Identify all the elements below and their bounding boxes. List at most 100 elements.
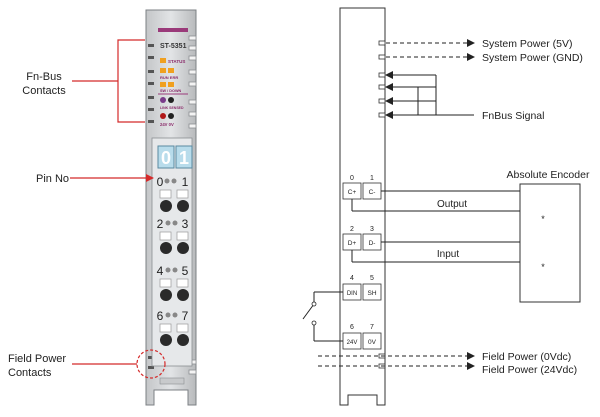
pin-release-tab: [176, 231, 189, 241]
terminal-number: 0: [350, 175, 354, 182]
display-left-digit: [157, 145, 175, 169]
wire-hole-icon: [160, 242, 172, 254]
sw-down-label: SW / DOWN: [160, 89, 182, 93]
terminal-number: 4: [350, 275, 354, 282]
display-left-value: 0: [161, 148, 171, 168]
pin-screw-icon: [172, 312, 178, 318]
pin-screw-icon: [172, 220, 178, 226]
status-led-icon: [160, 58, 166, 63]
terminal-4: 4 DIN: [342, 275, 362, 301]
down-led-icon: [168, 82, 174, 87]
encoder-mark-1: *: [541, 214, 545, 224]
wire-hole-icon: [160, 200, 172, 212]
pin-number: 7: [182, 309, 189, 323]
module-left-contacts: [148, 44, 154, 369]
pin-release-tab: [176, 323, 189, 333]
pin-row-4-5: 4 5: [157, 264, 189, 301]
pin-number: 2: [157, 217, 164, 231]
module-bottom-latch: [159, 377, 185, 385]
pin-number: 6: [157, 309, 164, 323]
terminal-label: C-: [369, 189, 376, 196]
terminal-number: 6: [350, 324, 354, 331]
fnbus-contacts-label-2: Contacts: [22, 85, 66, 97]
switch-contact-icon: [302, 303, 315, 320]
fnbus-bracket: [117, 39, 145, 123]
fnbus-contacts-label-1: Fn-Bus: [26, 71, 62, 83]
switch-terminal-icon: [311, 320, 317, 326]
run-err-label: RUN ERR: [160, 75, 178, 80]
encoder-box: [519, 183, 581, 303]
field-power-24v-label: Field Power (24Vdc): [482, 364, 577, 376]
link-led-icon: [160, 97, 166, 103]
output-wiring: [351, 190, 520, 212]
pin-screw-icon: [172, 267, 178, 273]
wire-hole-icon: [177, 334, 189, 346]
terminal-label: 0V: [368, 339, 377, 346]
link-sensed-label: LINK SENSED: [160, 106, 184, 110]
schematic: System Power (5V) System Power (GND) FnB…: [302, 7, 590, 406]
terminal-label: D-: [369, 240, 376, 247]
terminal-number: 7: [370, 324, 374, 331]
pin-row-0-1: 0 1: [157, 175, 189, 212]
switch-terminal-icon: [311, 301, 317, 307]
encoder-mark-2: *: [541, 262, 545, 272]
err-led-icon: [168, 68, 174, 73]
output-label: Output: [437, 199, 467, 210]
pin-number: 4: [157, 264, 164, 278]
terminal-7: 7 0V: [362, 324, 382, 350]
fnbus-signal-label: FnBus Signal: [482, 110, 544, 122]
terminal-number: 1: [370, 175, 374, 182]
encoder-title: Absolute Encoder: [507, 169, 590, 181]
terminal-box: [362, 283, 382, 301]
din-switch-wiring: [302, 291, 343, 342]
terminal-5: 5 SH: [362, 275, 382, 301]
pin-release-tab: [159, 278, 172, 288]
pin-release-tab: [159, 189, 172, 199]
field-power-0v-label: Field Power (0Vdc): [482, 351, 571, 363]
terminal-1: 1 C-: [362, 175, 382, 200]
schematic-module-outline: [339, 7, 386, 406]
field-power-label-1: Field Power: [8, 353, 66, 365]
pin-release-tab: [159, 231, 172, 241]
terminal-label: DIN: [347, 291, 357, 297]
module-side-notches: [188, 35, 197, 375]
pin-screw-icon: [171, 178, 177, 184]
status-label: STATUS: [168, 59, 185, 64]
module-top-band: [158, 28, 188, 32]
pin-number: 1: [182, 175, 189, 189]
display-right-value: 1: [179, 148, 189, 168]
wire-hole-icon: [177, 242, 189, 254]
pin-release-tab: [176, 278, 189, 288]
terminal-label: 24V: [347, 340, 358, 346]
power-label: 24V 0V: [160, 122, 174, 127]
power-24v-led-icon: [160, 113, 166, 119]
pin-no-label: Pin No: [36, 173, 69, 185]
terminal-number: 3: [370, 226, 374, 233]
pin-screw-icon: [165, 267, 171, 273]
io-module: ST-5351 STATUS RUN ERR SW / DOWN LINK SE…: [145, 9, 197, 406]
terminal-number: 5: [370, 275, 374, 282]
sw-led-icon: [160, 82, 166, 87]
run-led-icon: [160, 68, 166, 73]
terminal-label: D+: [348, 240, 357, 247]
pin-number: 0: [157, 175, 164, 189]
wire-hole-icon: [160, 289, 172, 301]
module-model-label: ST-5351: [160, 43, 187, 50]
pin-release-tab: [159, 323, 172, 333]
field-power-label-2: Contacts: [8, 367, 52, 379]
power-0v-led-icon: [168, 113, 174, 119]
pin-row-2-3: 2 3: [157, 217, 189, 254]
display-right-digit: [175, 145, 193, 169]
wire-hole-icon: [177, 200, 189, 212]
system-power-gnd-label: System Power (GND): [482, 52, 583, 64]
terminal-number: 2: [350, 226, 354, 233]
left-annotations: Fn-Bus Contacts Pin No Field Power Conta…: [8, 39, 166, 379]
pin-screw-icon: [165, 312, 171, 318]
pin-screw-icon: [165, 220, 171, 226]
input-wiring: [351, 241, 520, 263]
pin-screw-icon: [164, 178, 170, 184]
terminal-label: SH: [367, 290, 376, 297]
terminal-3: 3 D-: [362, 226, 382, 251]
